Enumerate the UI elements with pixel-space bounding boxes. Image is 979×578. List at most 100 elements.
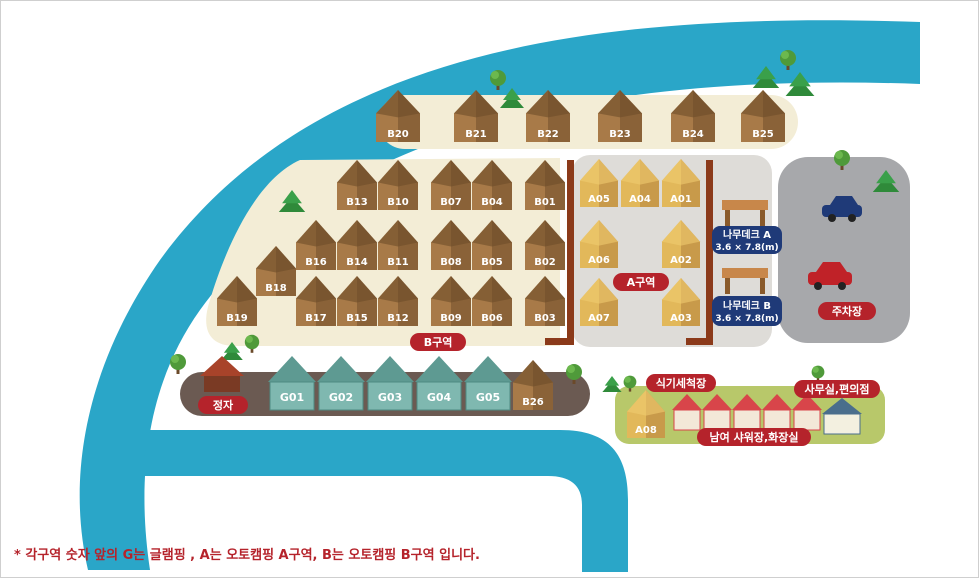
- glamping-body: [318, 381, 364, 411]
- kitchen-label: 식기세척장: [646, 374, 716, 392]
- tent-label: B02: [534, 257, 556, 268]
- tent-roof: [337, 160, 377, 187]
- glamping-label: G02: [329, 391, 353, 404]
- svg-text:A구역: A구역: [627, 275, 656, 289]
- tent-b12[interactable]: B12: [378, 276, 418, 326]
- tent-b15[interactable]: B15: [337, 276, 377, 326]
- tent-b05[interactable]: B05: [472, 220, 512, 270]
- tent-b08[interactable]: B08: [431, 220, 471, 270]
- glamping-g03[interactable]: G03: [366, 356, 414, 411]
- glamping-roof: [366, 356, 414, 382]
- tent-label: B12: [387, 313, 409, 324]
- glamping-g05[interactable]: G05: [464, 356, 512, 411]
- shower-roof: [762, 394, 792, 410]
- facility-buildings: [672, 394, 862, 435]
- svg-text:남여 샤워장,화장실: 남여 샤워장,화장실: [710, 430, 799, 444]
- tent-b20[interactable]: B20: [376, 90, 420, 142]
- tent-b24[interactable]: B24: [671, 90, 715, 142]
- tent-a03[interactable]: A03: [662, 278, 700, 326]
- tent-a04[interactable]: A04: [621, 159, 659, 207]
- tent-b11[interactable]: B11: [378, 220, 418, 270]
- tent-label: B06: [481, 313, 503, 324]
- tent-a01[interactable]: A01: [662, 159, 700, 207]
- deck-a[interactable]: 나무데크 A 3.6 × 7.8(m): [712, 200, 782, 254]
- tent-b07[interactable]: B07: [431, 160, 471, 210]
- tent-roof: [662, 220, 700, 246]
- glamping-label: G05: [476, 391, 500, 404]
- shower-body: [703, 409, 731, 431]
- footnote: * 각구역 숫자 앞의 G는 글램핑 , A는 오토캠핑 A구역, B는 오토캠…: [14, 547, 480, 563]
- tent-a07[interactable]: A07: [580, 278, 618, 326]
- tent-b04[interactable]: B04: [472, 160, 512, 210]
- tent-b06[interactable]: B06: [472, 276, 512, 326]
- tent-a05[interactable]: A05: [580, 159, 618, 207]
- tent-b26[interactable]: B26: [513, 360, 553, 410]
- pavilion[interactable]: [200, 356, 244, 392]
- shower-roof: [672, 394, 702, 410]
- tent-roof: [431, 276, 471, 303]
- tent-b01[interactable]: B01: [525, 160, 565, 210]
- tent-roof: [256, 246, 296, 273]
- tent-b22[interactable]: B22: [526, 90, 570, 142]
- tent-roof: [741, 90, 785, 118]
- tent-label: B15: [346, 313, 368, 324]
- glamping-body: [416, 381, 462, 411]
- tent-a02[interactable]: A02: [662, 220, 700, 268]
- office-roof: [822, 398, 862, 414]
- glamping-g02[interactable]: G02: [317, 356, 365, 411]
- deck-a-leg: [760, 210, 765, 226]
- tent-label: B21: [465, 129, 487, 140]
- zone-divider: [545, 338, 574, 345]
- tent-roof: [662, 278, 700, 304]
- tent-roof: [217, 276, 257, 303]
- tent-b14[interactable]: B14: [337, 220, 377, 270]
- tent-roof: [472, 220, 512, 247]
- svg-text:정자: 정자: [213, 398, 234, 412]
- tree-icon: [780, 50, 796, 70]
- tent-b19[interactable]: B19: [217, 276, 257, 326]
- deck-b[interactable]: 나무데크 B 3.6 × 7.8(m): [712, 268, 782, 326]
- tent-roof: [525, 276, 565, 303]
- tent-b13[interactable]: B13: [337, 160, 377, 210]
- tent-label: B09: [440, 313, 462, 324]
- tent-label: B05: [481, 257, 503, 268]
- tent-roof: [337, 220, 377, 247]
- tent-b09[interactable]: B09: [431, 276, 471, 326]
- tent-b17[interactable]: B17: [296, 276, 336, 326]
- glamping-g04[interactable]: G04: [415, 356, 463, 411]
- tent-roof: [525, 160, 565, 187]
- tent-b10[interactable]: B10: [378, 160, 418, 210]
- tent-label: A05: [588, 194, 610, 205]
- tent-roof: [580, 159, 618, 185]
- tent-roof: [472, 276, 512, 303]
- tent-b25[interactable]: B25: [741, 90, 785, 142]
- glamping-g01[interactable]: G01: [268, 356, 316, 411]
- tent-label: B01: [534, 197, 556, 208]
- zone-divider: [567, 160, 574, 345]
- tent-roof: [376, 90, 420, 118]
- tent-label: B08: [440, 257, 462, 268]
- tent-a08[interactable]: A08: [627, 390, 665, 438]
- tent-roof: [454, 90, 498, 118]
- shower-body: [763, 409, 791, 431]
- glamping-roof: [415, 356, 463, 382]
- tent-label: B26: [522, 397, 544, 408]
- tent-b03[interactable]: B03: [525, 276, 565, 326]
- tent-b02[interactable]: B02: [525, 220, 565, 270]
- tent-roof: [662, 159, 700, 185]
- tent-b18[interactable]: B18: [256, 246, 296, 296]
- tent-roof: [296, 276, 336, 303]
- deck-a-label-box: [712, 226, 782, 254]
- tent-b16[interactable]: B16: [296, 220, 336, 270]
- tent-label: A03: [670, 313, 692, 324]
- tent-label: B16: [305, 257, 327, 268]
- river-branch: [140, 430, 628, 572]
- tent-label: B04: [481, 197, 503, 208]
- tent-roof: [580, 278, 618, 304]
- tent-b21[interactable]: B21: [454, 90, 498, 142]
- tree-icon: [623, 375, 637, 392]
- bush-icon: [278, 190, 306, 212]
- tent-a06[interactable]: A06: [580, 220, 618, 268]
- tent-b23[interactable]: B23: [598, 90, 642, 142]
